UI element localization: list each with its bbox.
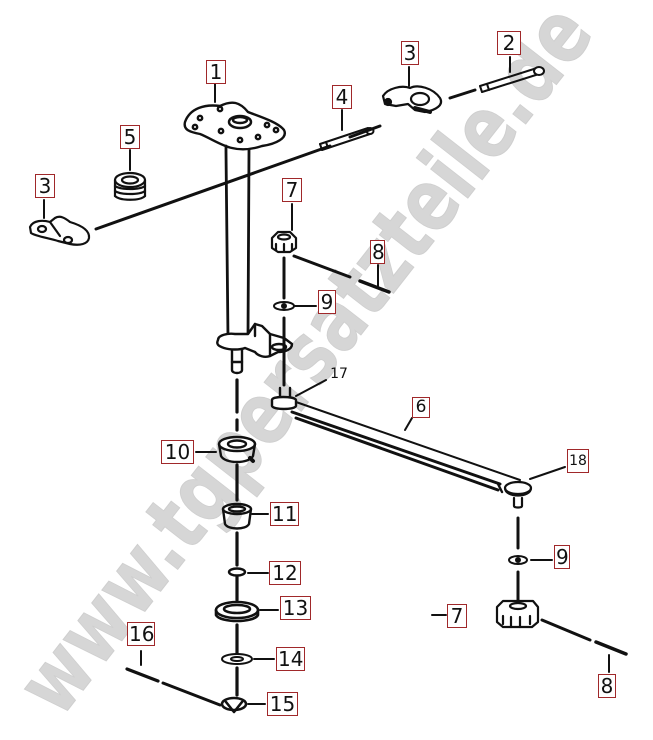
ball-joint-part-18 (503, 480, 533, 509)
bolt-part-2 (479, 66, 545, 93)
cotter-pin-part-16 (125, 667, 222, 707)
callout-part-7-upper[interactable]: 7 (282, 178, 302, 202)
bearing-cup-part-10 (217, 435, 257, 464)
callout-part-10[interactable]: 10 (161, 440, 194, 464)
callout-part-2[interactable]: 2 (497, 31, 521, 55)
callout-part-8-upper[interactable]: 8 (370, 240, 385, 264)
callout-part-13[interactable]: 13 (280, 596, 311, 620)
callout-part-18[interactable]: 18 (567, 449, 589, 473)
callout-part-16[interactable]: 16 (127, 622, 155, 646)
callout-part-14[interactable]: 14 (276, 647, 305, 671)
callout-part-9-lower[interactable]: 9 (554, 545, 570, 569)
seal-ring-part-13 (214, 600, 260, 623)
callout-part-9-upper[interactable]: 9 (318, 290, 336, 314)
clamp-part-3-left (28, 215, 91, 246)
callout-part-1[interactable]: 1 (206, 60, 226, 84)
washer-part-12 (227, 567, 247, 577)
castle-nut-part-7-lower (495, 599, 540, 629)
callout-part-4[interactable]: 4 (332, 85, 352, 109)
callout-part-17[interactable]: 17 (330, 366, 348, 382)
callout-part-15[interactable]: 15 (267, 692, 298, 716)
cotter-pin-part-8-upper (292, 254, 391, 294)
bushing-part-5 (113, 171, 147, 201)
leader-lines (43, 56, 610, 705)
spacer-part-4 (319, 127, 375, 151)
tie-rod-part-6 (270, 386, 521, 494)
callout-part-5[interactable]: 5 (120, 125, 140, 149)
callout-part-3-left[interactable]: 3 (35, 174, 55, 198)
callout-part-6[interactable]: 6 (412, 397, 430, 418)
callout-part-8-lower[interactable]: 8 (598, 674, 616, 698)
steering-column-part-1 (183, 101, 294, 375)
bushing-part-11 (221, 502, 253, 530)
callout-part-12[interactable]: 12 (269, 561, 301, 585)
washer-part-9-lower (508, 555, 528, 565)
washer-part-14 (221, 653, 253, 665)
castle-nut-part-15 (220, 696, 248, 714)
mounting-bolt-line (94, 88, 477, 231)
callout-part-11[interactable]: 11 (270, 502, 299, 526)
cotter-pin-part-8-lower (540, 618, 628, 656)
callout-part-3-right[interactable]: 3 (401, 41, 419, 65)
washer-part-9-upper (273, 301, 295, 311)
callout-part-7-lower[interactable]: 7 (447, 604, 467, 628)
clamp-part-3-right (381, 85, 443, 114)
castle-nut-part-7-upper (270, 230, 298, 254)
